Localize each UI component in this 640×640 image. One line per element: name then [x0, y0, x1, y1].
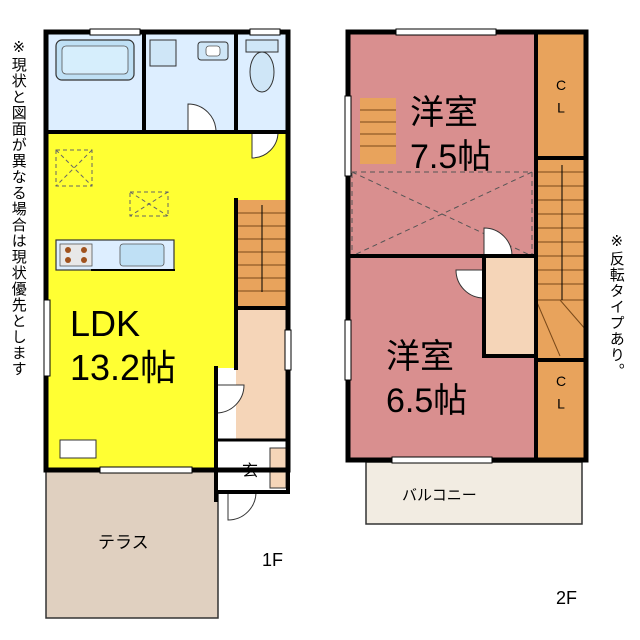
window: [43, 299, 51, 377]
burner-icon: [65, 247, 71, 253]
balcony: [365, 461, 583, 525]
storage-mark-line: [55, 149, 93, 187]
window: [395, 28, 497, 36]
bedroom-2-label: 洋室: [386, 337, 454, 377]
burner-icon: [81, 247, 87, 253]
loft-stair: [360, 98, 396, 164]
washroom-door: [187, 103, 217, 133]
kitchen-sink-icon: [119, 243, 165, 267]
window: [249, 28, 281, 36]
stair-2f-steps: [535, 171, 587, 357]
window: [391, 456, 493, 464]
hall-door: [215, 384, 245, 414]
terrace-label: テラス: [98, 533, 149, 553]
hallway-2f: [484, 256, 536, 356]
washbasin-icon: [149, 39, 177, 67]
entrance-label: 玄: [242, 461, 258, 480]
toilet-icon: [249, 51, 275, 93]
ldk-size: 13.2帖: [70, 347, 176, 388]
floor-2-label: 2F: [556, 588, 577, 608]
note-right: ※反転タイプあり。: [607, 232, 626, 379]
closet-1: [536, 32, 586, 158]
bedroom-1-door: [483, 227, 513, 257]
closet-2: [536, 360, 586, 460]
hallway: [236, 308, 288, 440]
toilet-tank: [245, 39, 279, 53]
bedroom-1-label: 洋室: [410, 93, 478, 133]
bathtub-inner: [61, 45, 129, 75]
stove-icon: [59, 243, 93, 267]
bedroom-2-size: 6.5帖: [386, 382, 467, 420]
loft-stair-steps: [360, 109, 396, 147]
floor-unit-icon: [59, 439, 97, 459]
bedroom-2-door: [455, 269, 485, 299]
sink-bowl: [205, 45, 221, 57]
burner-icon: [65, 257, 71, 263]
note-left: ※現状と図面が異なる場合は現状優先とします: [9, 38, 28, 377]
storage-mark: [55, 149, 93, 187]
window: [89, 28, 141, 36]
cupboard-mark-line: [129, 191, 169, 217]
burner-icon: [81, 257, 87, 263]
void-mark-line: [351, 171, 533, 257]
floor-1: LDK 13.2帖 玄 テラス 1F: [43, 28, 292, 619]
window: [344, 319, 352, 381]
balcony-label: バルコニー: [402, 486, 477, 504]
terrace: [45, 469, 219, 619]
bedroom-1-size: 7.5帖: [410, 138, 491, 176]
stair-2f: [536, 158, 586, 360]
floor-1-label: 1F: [262, 550, 283, 570]
window: [344, 95, 352, 177]
entrance-door: [227, 491, 257, 521]
cupboard-mark: [129, 191, 169, 217]
window: [284, 329, 292, 371]
toilet-door: [251, 131, 279, 159]
ldk-label: LDK: [70, 303, 140, 344]
window: [99, 466, 193, 474]
ldk-room: [46, 132, 288, 470]
storage-mark-line: [55, 149, 93, 187]
